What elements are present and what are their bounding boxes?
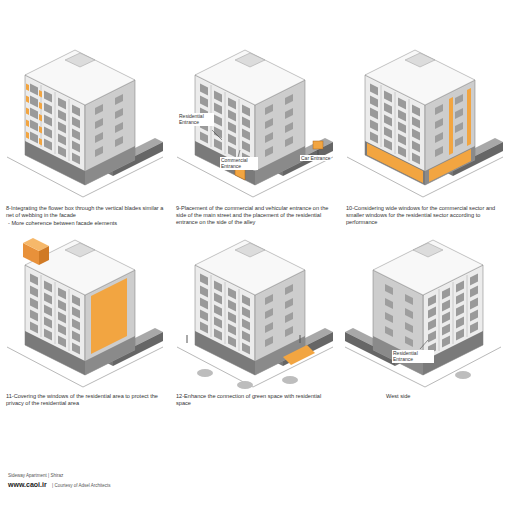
leader-line	[212, 130, 222, 140]
step-caption: 12-Enhance the connection of green space…	[176, 393, 336, 407]
callout-label: Commercial Entrance	[220, 157, 258, 170]
callout-label: Residential Entrance	[178, 113, 214, 126]
footer-text: Sideway Apartment | Shiraz	[8, 473, 148, 479]
building-11	[7, 238, 163, 387]
callout-label: Residential Entrance	[392, 350, 434, 363]
step-caption: 9-Placement of the commercial and vehicu…	[176, 205, 336, 226]
building-8	[7, 50, 163, 197]
step-caption: - More coherence between facade elements	[8, 220, 168, 227]
callout-label: Car Entrance	[300, 155, 331, 161]
building-12	[177, 240, 333, 389]
step-caption: 11-Covering the windows of the residenti…	[6, 393, 166, 407]
building-9	[177, 50, 333, 197]
leader-line	[420, 340, 428, 349]
leader-line	[238, 150, 240, 157]
step-caption: 10-Considering wide windows for the comm…	[346, 205, 502, 226]
step-caption: 8-Integrating the flower box through the…	[6, 205, 166, 219]
footer-text: | Courtesy of Adsel Architects	[52, 483, 192, 489]
building-west	[345, 240, 501, 387]
building-10	[347, 50, 503, 197]
view-caption: West side	[386, 393, 466, 400]
